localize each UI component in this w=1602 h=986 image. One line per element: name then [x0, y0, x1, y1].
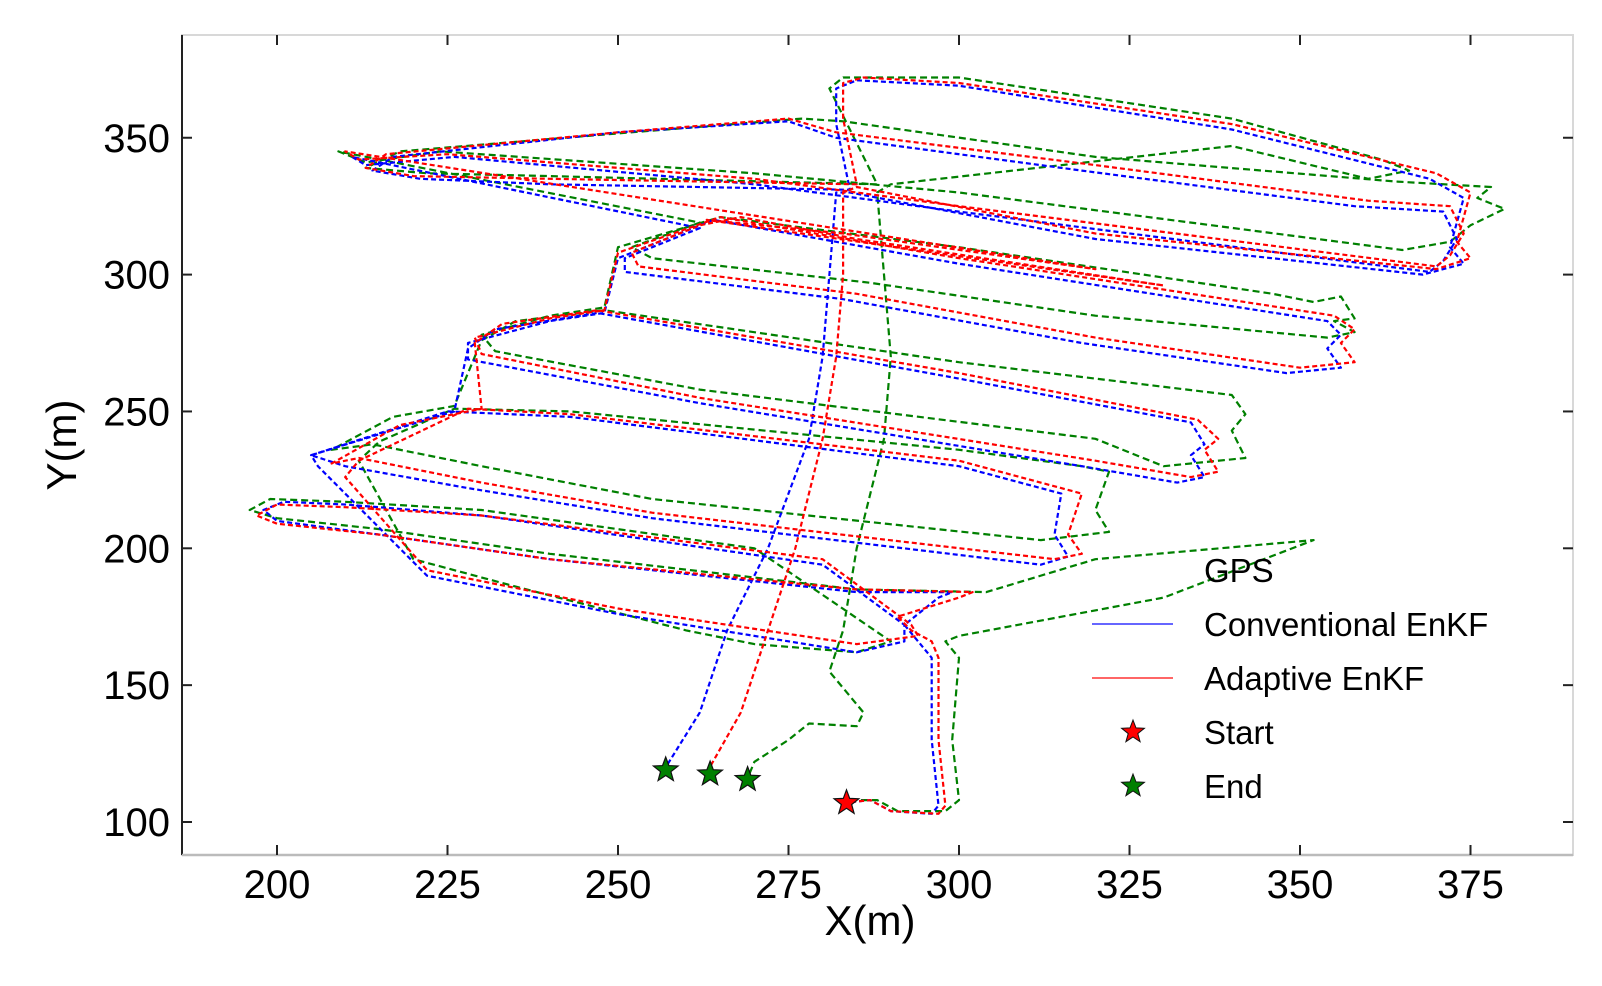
x-tick-label: 225 [414, 863, 481, 907]
end-star-icon [733, 764, 762, 792]
x-axis-ticks: 200 225 250 275 300 325 350 375 [244, 35, 1504, 907]
y-tick-label: 250 [103, 390, 170, 434]
y-tick-label: 300 [103, 254, 170, 298]
x-tick-label: 250 [585, 863, 652, 907]
x-tick-label: 200 [244, 863, 311, 907]
end-star-icon [651, 755, 680, 782]
y-tick-label: 100 [103, 801, 170, 845]
x-axis-label: X(m) [825, 897, 916, 944]
legend: GPS Conventional EnKF Adaptive EnKF StartEn… [1092, 552, 1488, 805]
x-tick-label: 350 [1267, 863, 1334, 907]
legend-start-label: Start [1204, 714, 1274, 751]
legend-start-star-icon [1120, 718, 1146, 743]
y-axis-ticks: 100 150 200 250 300 350 [103, 117, 1573, 845]
x-tick-label: 325 [1096, 863, 1163, 907]
series-gps [248, 76, 1506, 813]
plot-area [248, 76, 1506, 815]
start-star-icon [832, 788, 861, 815]
y-tick-label: 150 [103, 664, 170, 708]
x-tick-label: 275 [755, 863, 822, 907]
y-axis-label: Y(m) [38, 400, 85, 491]
legend-end-star-icon [1120, 772, 1146, 797]
series-conventional-enkf [262, 79, 1465, 815]
end-star-icon [696, 759, 725, 786]
y-tick-label: 200 [103, 527, 170, 571]
y-tick-label: 350 [103, 117, 170, 161]
legend-conventional-enkf-label: Conventional EnKF [1204, 606, 1488, 643]
x-tick-label: 375 [1437, 863, 1504, 907]
x-tick-label: 300 [926, 863, 993, 907]
series-adaptive-enkf [255, 76, 1472, 815]
legend-gps-label: GPS [1204, 552, 1274, 589]
legend-end-label: End [1204, 768, 1263, 805]
legend-adaptive-enkf-label: Adaptive EnKF [1204, 660, 1424, 697]
